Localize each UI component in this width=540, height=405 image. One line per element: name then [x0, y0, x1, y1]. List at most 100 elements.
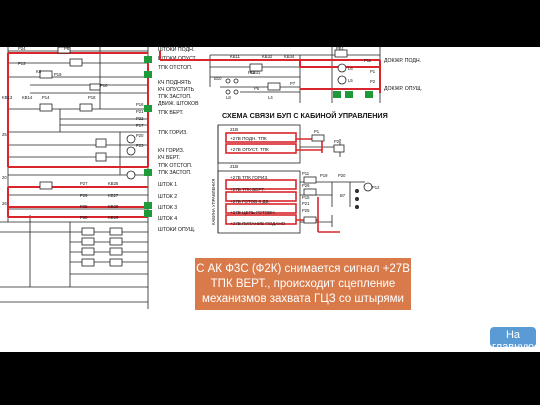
relay-tag: P2: [370, 79, 376, 84]
relay-tag: KB29: [108, 215, 119, 220]
relay-tag: P29: [80, 193, 88, 198]
relay-tag: P11: [364, 58, 372, 63]
top-right-wiring: [209, 47, 381, 103]
relay-tag: P7: [290, 81, 296, 86]
relay-tag: P19: [320, 173, 328, 178]
left-panel-contacts: [144, 56, 152, 217]
rung-label: ТПК ЗАСТОП.: [158, 94, 192, 100]
rung-label: ШТОК 4: [158, 216, 177, 222]
relay-tag: P2: [334, 139, 340, 144]
top-right-contacts: [333, 91, 373, 98]
relay-tag: 25: [2, 132, 7, 137]
relay-tag: P17: [136, 123, 144, 128]
relay-tag: P23: [136, 143, 144, 148]
bup-diagram-title: СХЕМА СВЯЗИ БУП С КАБИНОЙ УПРАВЛЕНИЯ: [222, 111, 388, 120]
rung-label: КЧ ОПУСТИТЬ: [158, 87, 195, 93]
relay-tag: P20: [338, 173, 346, 178]
relay-tag: P18: [88, 95, 96, 100]
top-right-labels: ДОКЖР. ПОДН. ДОКЖР. ОПУЩ.: [384, 58, 422, 92]
bup-diagram-frame: [217, 124, 365, 234]
relay-tag: P22: [136, 116, 144, 121]
relay-tag: B7: [340, 193, 346, 198]
relay-tag: P21: [302, 201, 310, 206]
relay-tag: P27: [80, 181, 88, 186]
relay-tag: KB32: [262, 54, 273, 59]
relay-tag: L6: [348, 66, 353, 71]
relay-tag: P1: [314, 129, 320, 134]
bup-terminal-labels: 21В +27В ПОДН. ТПК +27В ОПУСТ. ТПК 21В +27В …: [230, 127, 286, 226]
relay-tag: P25: [302, 208, 310, 213]
bup-diagram-relays: [303, 134, 373, 224]
relay-tag: P12: [372, 185, 380, 190]
terminal-label: +27В ПОДН. ТПК: [230, 136, 267, 141]
relay-tag: P5: [254, 86, 260, 91]
relay-tag: L8: [226, 95, 231, 100]
relay-tag: P13: [248, 70, 256, 75]
relay-tag: 20: [2, 175, 7, 180]
relay-tag: P19: [54, 72, 62, 77]
relay-tag: P24: [18, 47, 26, 51]
relay-tag: P20: [136, 133, 144, 138]
rung-label: ШТОК 2: [158, 194, 177, 200]
relay-tag: KB34: [284, 54, 295, 59]
relay-tag: KB11: [230, 54, 241, 59]
relay-tag: P10: [100, 83, 108, 88]
relay-tag: P30: [80, 215, 88, 220]
relay-tag: K8: [36, 69, 42, 74]
rung-label: КЧ ГОРИЗ.: [158, 148, 184, 154]
terminal-label: +27В ОПУСТ. ТПК: [230, 147, 269, 152]
left-panel-active-wires: [7, 52, 149, 218]
relay-tag: P26: [302, 183, 310, 188]
rung-label: ТПК ВЕРТ.: [158, 110, 184, 116]
relay-tag: P8: [64, 47, 70, 51]
relay-tag: 26: [2, 201, 7, 206]
top-right-label: ДОКЖР. ПОДН.: [384, 58, 421, 64]
rung-label: ШТОКИ ПОДН.: [158, 47, 194, 53]
top-right-label: ДОКЖР. ОПУЩ.: [384, 86, 422, 92]
caption-line-1: С АК Ф3С (Ф2К) снимается сигнал +27В: [196, 263, 410, 275]
left-panel-wiring: [0, 47, 149, 309]
top-right-relays: [225, 49, 348, 95]
rung-label: КЧ ПОДНЯТЬ: [158, 80, 192, 86]
relay-tag: KB14: [22, 95, 33, 100]
rung-label: ШТОК 3: [158, 205, 177, 211]
relay-tag: P16: [136, 102, 144, 107]
terminal-label: +27В ТПК ВЕРТ.: [230, 187, 265, 192]
home-button[interactable]: На главную: [490, 327, 536, 347]
terminal-label: +27В ТПК ГОРИЗ.: [230, 175, 268, 180]
relay-tag: P21: [136, 109, 144, 114]
relay-tag: KB28: [108, 204, 119, 209]
relay-tag: PB1: [336, 47, 345, 51]
rung-label: ШТОКИ ОПУЩ.: [158, 227, 195, 233]
terminal-label: +27В ЦЕПЬ ГОТОВН.: [230, 210, 276, 215]
caption-line-3: механизмов захвата ГЦЗ со штырями: [202, 293, 404, 305]
caption-box: С АК Ф3С (Ф2К) снимается сигнал +27В ТПК…: [195, 258, 411, 310]
terminal-label: 21В: [230, 127, 238, 132]
rung-label: ШТОК 1: [158, 182, 177, 188]
relay-tag: P11: [302, 171, 310, 176]
bup-side-label: КАБИНА УПРАВЛЕНИЯ: [211, 179, 216, 225]
rung-label: ТПК ОТСТОП.: [158, 163, 192, 169]
left-panel-relays: [39, 47, 136, 267]
relay-tag: L4: [268, 95, 273, 100]
rung-label: ДВИЖ. ШТОКОВ: [158, 101, 199, 107]
relay-tag: KB13: [2, 95, 13, 100]
relay-tag: P14: [42, 95, 50, 100]
rung-label: ТПК ОТСТОП.: [158, 65, 192, 71]
left-panel-labels: ШТОКИ ПОДН.ШТОКИ ОПУСТ.ТПК ОТСТОП.КЧ ПОД…: [158, 47, 199, 233]
relay-tag: P13: [18, 61, 26, 66]
caption-line-2: ТПК ВЕРТ., происходит сцепление: [210, 278, 396, 290]
relay-tag: KB25: [108, 181, 119, 186]
relay-tag: P35: [80, 204, 88, 209]
relay-tag: P15: [302, 195, 310, 200]
rung-label: ТПК ЗАСТОП.: [158, 170, 192, 176]
terminal-label: +27В ПИТАНИЕ ПОДАНО: [230, 221, 286, 226]
relay-tag: KB27: [108, 193, 119, 198]
relay-tag: L5: [348, 78, 353, 83]
rung-label: КЧ ВЕРТ.: [158, 155, 180, 161]
terminal-label: 21В: [230, 164, 238, 169]
